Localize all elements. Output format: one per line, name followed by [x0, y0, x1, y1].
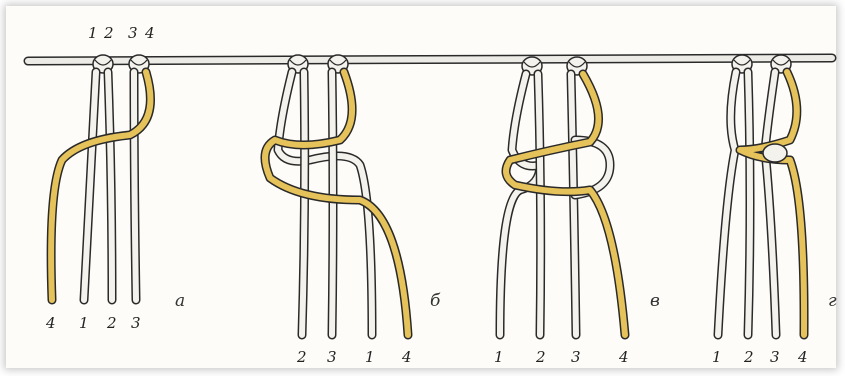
- panel-v-label-2: 2: [535, 348, 546, 366]
- panel-a-label-3: 2: [106, 314, 117, 332]
- panel-g-label-4: 4: [797, 348, 808, 366]
- panel-b-cords: [265, 72, 408, 335]
- top-number-labels: 1 2 3 4: [88, 24, 155, 42]
- panel-g-label-2: 2: [743, 348, 754, 366]
- panel-g-cords: [718, 72, 804, 335]
- top-number-4: 4: [144, 24, 155, 42]
- panel-v: в 1 2 3 4: [494, 57, 660, 366]
- panel-g: г 1 2 3 4: [712, 55, 837, 366]
- panel-v-label-1: 1: [494, 348, 504, 366]
- top-number-1: 1: [88, 24, 98, 42]
- panel-b-letter: б: [430, 291, 441, 311]
- panel-g-label-1: 1: [712, 348, 722, 366]
- panel-v-letter: в: [650, 291, 660, 311]
- panel-a-label-2: 1: [79, 314, 89, 332]
- panel-a: 4 1 2 3 а: [45, 55, 185, 332]
- panel-v-label-4: 4: [618, 348, 629, 366]
- panel-a-label-1: 4: [45, 314, 56, 332]
- panel-a-cords: [51, 72, 150, 300]
- panel-g-label-3: 3: [770, 348, 780, 366]
- panel-b: б 2 3 1 4: [265, 55, 441, 366]
- panel-b-label-2: 3: [327, 348, 337, 366]
- panel-b-label-3: 1: [365, 348, 375, 366]
- top-number-2: 2: [103, 24, 114, 42]
- panel-v-cords: [500, 74, 625, 335]
- panel-a-letter: а: [175, 291, 185, 311]
- panel-v-label-3: 3: [571, 348, 581, 366]
- panel-g-letter: г: [828, 291, 837, 311]
- panel-b-label-4: 4: [401, 348, 412, 366]
- panel-b-label-1: 2: [296, 348, 307, 366]
- panel-a-label-4: 3: [131, 314, 141, 332]
- top-number-3: 3: [128, 24, 138, 42]
